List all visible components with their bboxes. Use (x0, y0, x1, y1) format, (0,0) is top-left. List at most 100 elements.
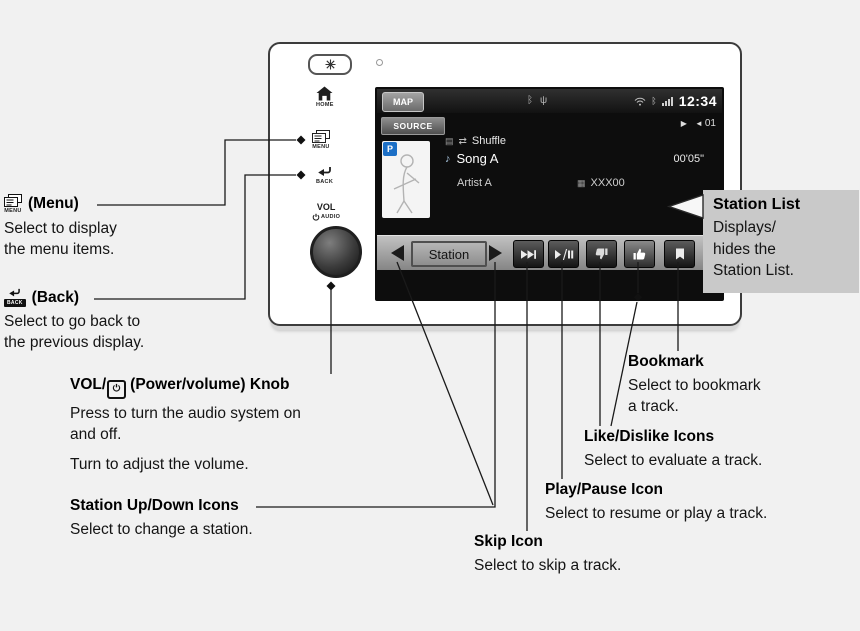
category-icon: ▦ (577, 177, 586, 188)
source-badge: P (383, 142, 397, 156)
bookmark-icon (675, 248, 684, 260)
back-callout-body: Select to go back to the previous displa… (4, 313, 145, 351)
menu-button[interactable]: MENU (312, 130, 330, 150)
back-icon-label: BACK (4, 299, 26, 307)
vol-label: VOL (316, 202, 336, 212)
thumb-down-icon (595, 248, 608, 260)
play-indicator-icon: ▶ (680, 118, 687, 128)
like-button[interactable] (624, 240, 655, 268)
menu-callout-icon: MENU (4, 194, 22, 214)
status-bar: MAP ᛒ ψ ᛒ (377, 89, 722, 113)
speaker-icon: ◄ (694, 118, 703, 128)
touchscreen: MAP ᛒ ψ ᛒ (375, 87, 724, 301)
back-button-label: BACK (316, 179, 334, 185)
song-row: ♪ Song A (445, 151, 498, 166)
clock: 12:34 (678, 93, 717, 109)
track-code-row: ▦ XXX00 (577, 177, 625, 189)
map-button[interactable]: MAP (382, 92, 424, 112)
bookmark-callout-body: Select to bookmark a track. (628, 377, 761, 415)
artist-name: Artist A (457, 177, 492, 189)
station-up-icon[interactable] (489, 245, 502, 261)
back-icon (318, 167, 331, 176)
station-label: Station (428, 246, 470, 262)
station-updown-body: Select to change a station. (70, 521, 253, 538)
bookmark-button[interactable] (664, 240, 695, 268)
skip-callout: Skip Icon Select to skip a track. (474, 533, 621, 576)
volume-level: 01 (704, 118, 716, 129)
volume-callout-title: VOL/(Power/volume) Knob (70, 376, 301, 399)
skip-icon (521, 249, 536, 259)
play-pause-callout-title: Play/Pause Icon (545, 481, 664, 498)
volume-callout-body2: Turn to adjust the volume. (70, 456, 249, 473)
station-list-callout: Station List Displays/ hides the Station… (703, 190, 859, 293)
volume-labels: VOL AUDIO (312, 202, 340, 221)
station-updown-title: Station Up/Down Icons (70, 497, 239, 514)
sensor-dot (376, 59, 383, 66)
music-note-icon: ♪ (445, 152, 451, 165)
home-icon (316, 86, 333, 101)
map-button-label: MAP (393, 97, 413, 107)
back-icon (9, 288, 21, 297)
back-callout: BACK (Back) Select to go back to the pre… (4, 288, 144, 353)
head-unit: HOME MENU BACK VOL AU (268, 42, 742, 326)
home-button-label: HOME (316, 102, 334, 108)
source-button[interactable]: SOURCE (381, 117, 445, 135)
play-pause-callout-body: Select to resume or play a track. (545, 505, 768, 522)
source-button-label: SOURCE (393, 121, 433, 131)
menu-button-label: MENU (312, 144, 330, 150)
station-down-icon[interactable] (391, 245, 404, 261)
station-list-callout-title: Station List (713, 196, 801, 213)
like-dislike-callout-body: Select to evaluate a track. (584, 452, 763, 469)
station-list-callout-body: Displays/ hides the Station List. (713, 219, 794, 279)
skip-callout-title: Skip Icon (474, 533, 543, 550)
volume-callout-body1: Press to turn the audio system on and of… (70, 405, 301, 443)
back-callout-title: BACK (Back) (4, 288, 144, 307)
signal-strength-icon (661, 96, 673, 106)
wifi-icon (634, 97, 646, 106)
station-updown-callout: Station Up/Down Icons Select to change a… (70, 497, 253, 540)
volume-callout: VOL/(Power/volume) Knob Press to turn th… (70, 376, 301, 475)
brightness-icon (325, 59, 335, 70)
like-dislike-callout-title: Like/Dislike Icons (584, 428, 715, 445)
album-art-sketch (393, 154, 420, 214)
track-code: XXX00 (590, 177, 625, 189)
phone-icon: ᛒ (527, 95, 533, 106)
station-list-button[interactable]: Station (411, 241, 487, 267)
shuffle-icon: ⇄ (458, 135, 467, 147)
audio-label: AUDIO (321, 214, 341, 220)
list-icon: ▤ (445, 135, 454, 146)
album-art: P (382, 141, 430, 218)
usb-icon: ψ (540, 95, 548, 106)
thumb-up-icon (633, 248, 646, 260)
shuffle-row: ▤ ⇄ Shuffle (445, 135, 506, 147)
leader-back (94, 174, 296, 300)
home-button[interactable]: HOME (316, 86, 334, 108)
skip-callout-body: Select to skip a track. (474, 557, 622, 574)
elapsed-time: 00'05" (673, 153, 704, 165)
menu-callout-body: Select to display the menu items. (4, 220, 117, 258)
playback-status: ▶ ◄ 01 (681, 118, 716, 129)
play-pause-icon (554, 248, 573, 260)
bookmark-callout: Bookmark Select to bookmark a track. (628, 353, 761, 417)
dislike-button[interactable] (586, 240, 617, 268)
control-bar: Station (377, 235, 722, 270)
menu-callout-title: MENU (Menu) (4, 194, 79, 214)
status-mid-icons: ᛒ ψ (527, 95, 547, 107)
back-callout-icon: BACK (4, 288, 26, 307)
back-button[interactable]: BACK (316, 166, 333, 185)
shuffle-label: Shuffle (471, 135, 506, 147)
status-right-icons: ᛒ 12:34 (634, 93, 717, 109)
power-icon (312, 213, 320, 221)
song-title: Song A (456, 151, 499, 166)
play-pause-button[interactable] (548, 240, 579, 268)
play-pause-callout: Play/Pause Icon Select to resume or play… (545, 481, 767, 524)
skip-button[interactable] (513, 240, 544, 268)
bluetooth-icon: ᛒ (651, 96, 657, 106)
leader-menu (97, 139, 296, 206)
display-brightness-button[interactable] (308, 54, 352, 75)
menu-icon-label: MENU (4, 208, 22, 214)
like-dislike-callout: Like/Dislike Icons Select to evaluate a … (584, 428, 762, 471)
bookmark-callout-title: Bookmark (628, 353, 704, 370)
volume-knob[interactable] (310, 226, 362, 278)
